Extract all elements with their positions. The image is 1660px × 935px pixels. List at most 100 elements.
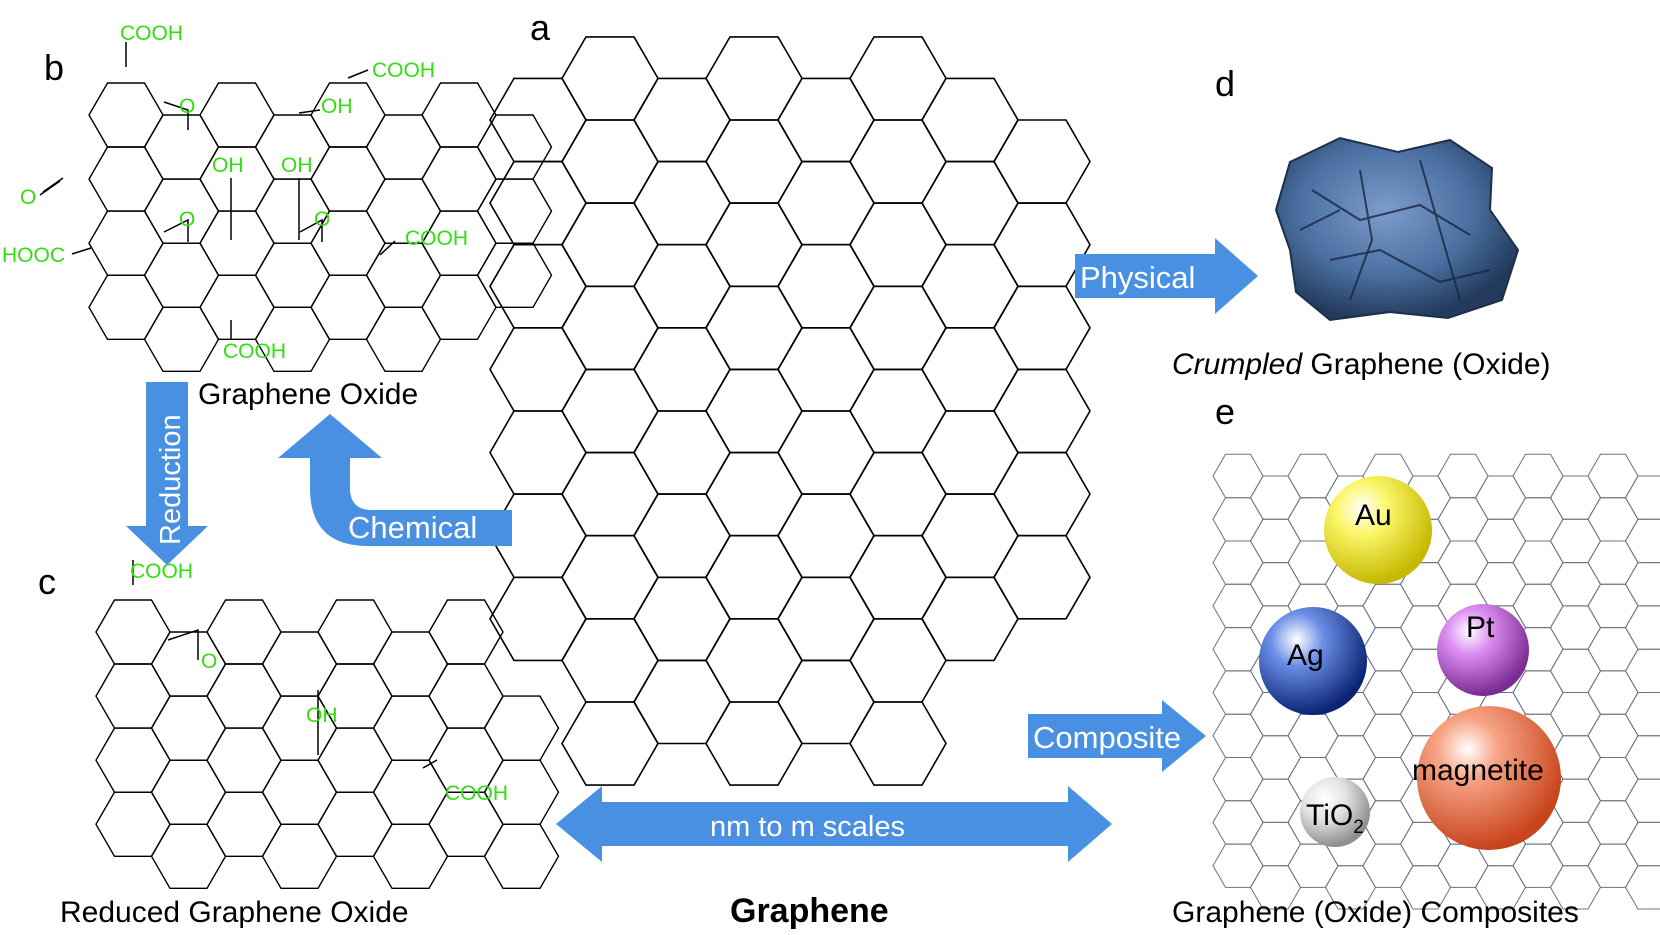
graphene-lattice — [489, 36, 1091, 786]
hexagon-cell — [365, 242, 442, 308]
hexagon-cell — [1287, 713, 1339, 758]
hexagon-cell — [1362, 627, 1414, 672]
magnetite-label: magnetite — [1412, 754, 1544, 787]
hexagon-cell — [993, 368, 1091, 454]
reduced-graphene-oxide-lattice — [95, 599, 560, 889]
hexagon-cell — [1624, 475, 1660, 520]
hexagon-cell — [633, 326, 731, 412]
au-particle — [1324, 476, 1432, 584]
go-hooc-left: HOOC — [2, 244, 65, 267]
tio2-label-sub: 2 — [1353, 817, 1364, 838]
hexagon-cell — [633, 160, 731, 246]
hexagon-cell — [1624, 648, 1660, 693]
hexagon-cell — [317, 791, 393, 857]
hexagon-cell — [1437, 497, 1489, 542]
hexagon-cell — [1437, 843, 1489, 888]
hexagon-cell — [1212, 843, 1264, 888]
hexagon-cell — [849, 36, 947, 121]
hexagon-cell — [421, 82, 497, 148]
hexagon-cell — [561, 368, 659, 454]
go-oh-mid-left: OH — [212, 154, 244, 177]
hexagon-cell — [88, 210, 164, 276]
hexagon-cell — [206, 663, 282, 729]
hexagon-cell — [993, 451, 1091, 537]
hexagon-cell — [705, 451, 803, 537]
hexagon-cell — [1287, 843, 1339, 888]
hexagon-cell — [705, 534, 803, 620]
hexagon-cell — [1624, 821, 1660, 867]
hexagon-cell — [1587, 497, 1639, 542]
hexagon-cell — [476, 114, 553, 180]
hexagon-cell — [849, 285, 947, 371]
au-label: Au — [1355, 499, 1392, 532]
chemical-arrow: Chemical — [278, 414, 512, 546]
hexagon-cell — [921, 160, 1019, 246]
hexagon-cell — [1249, 475, 1302, 520]
hexagon-cell — [1437, 540, 1489, 585]
rgo-oh: OH — [306, 704, 338, 727]
rgo-o: O — [201, 650, 217, 673]
hexagon-cell — [849, 451, 947, 537]
hexagon-cell — [993, 285, 1091, 371]
hexagon-cell — [1587, 843, 1639, 888]
nanoparticles — [1259, 476, 1561, 850]
hexagon-cell — [777, 410, 875, 495]
reduction-arrow-label: Reduction — [155, 414, 187, 545]
hexagon-cell — [1212, 497, 1264, 542]
hexagon-cell — [1474, 562, 1527, 607]
rgo-cooh-top: COOH — [130, 560, 193, 583]
hexagon-cell — [1549, 692, 1602, 737]
hexagon-cell — [1212, 670, 1264, 715]
hexagon-cell — [1249, 821, 1302, 867]
hexagon-cell — [633, 410, 731, 495]
hexagon-cell — [365, 306, 442, 372]
hexagon-cell — [1624, 865, 1660, 910]
hexagon-cell — [1587, 453, 1639, 499]
hexagon-cell — [705, 617, 803, 703]
hexagon-cell — [921, 576, 1019, 662]
hexagon-cell — [1624, 605, 1660, 650]
hexagon-cell — [372, 759, 449, 825]
hexagon-cell — [705, 701, 803, 786]
hexagon-cell — [95, 663, 171, 729]
hexagon-cell — [849, 368, 947, 454]
hexagon-cell — [633, 493, 731, 579]
hexagon-cell — [561, 285, 659, 371]
hexagon-cell — [777, 160, 875, 246]
ag-particle — [1259, 607, 1367, 715]
caption-reduced-graphene-oxide: Reduced Graphene Oxide — [60, 896, 409, 929]
pt-particle — [1437, 604, 1529, 696]
hexagon-cell — [372, 695, 449, 761]
tio2-particle — [1300, 777, 1370, 847]
rgo-functional-bonds — [132, 560, 438, 769]
hexagon-cell — [921, 77, 1019, 163]
panel-letter-e: e — [1215, 391, 1235, 432]
caption-graphene-oxide: Graphene Oxide — [198, 378, 418, 411]
hexagon-cell — [1587, 627, 1639, 672]
caption-composites: Graphene (Oxide) Composites — [1172, 896, 1579, 929]
hexagon-cell — [1437, 453, 1489, 499]
hexagon-cell — [421, 274, 497, 340]
hexagon-cell — [561, 202, 659, 288]
hexagon-cell — [1212, 540, 1264, 585]
go-oh-mid-right: OH — [281, 154, 313, 177]
hexagon-cell — [206, 599, 282, 665]
pt-label: Pt — [1466, 611, 1495, 644]
hexagon-cell — [476, 178, 553, 244]
hexagon-cell — [88, 82, 164, 148]
hexagon-cell — [150, 759, 227, 825]
hexagon-cell — [1362, 583, 1414, 629]
hexagon-cell — [1549, 648, 1602, 693]
hexagon-cell — [1512, 670, 1564, 715]
rgo-functional-groups: COOH O OH COOH — [130, 560, 508, 805]
go-o-lower-left: O — [179, 208, 195, 231]
hexagon-cell — [1587, 540, 1639, 585]
hexagon-cell — [1212, 713, 1264, 758]
hexagon-cell — [1362, 670, 1414, 715]
hexagon-cell — [561, 451, 659, 537]
hexagon-cell — [95, 727, 171, 793]
reduction-arrow: Reduction — [126, 382, 208, 565]
panel-letter-b: b — [44, 47, 64, 88]
panel-letter-a: a — [530, 7, 551, 48]
